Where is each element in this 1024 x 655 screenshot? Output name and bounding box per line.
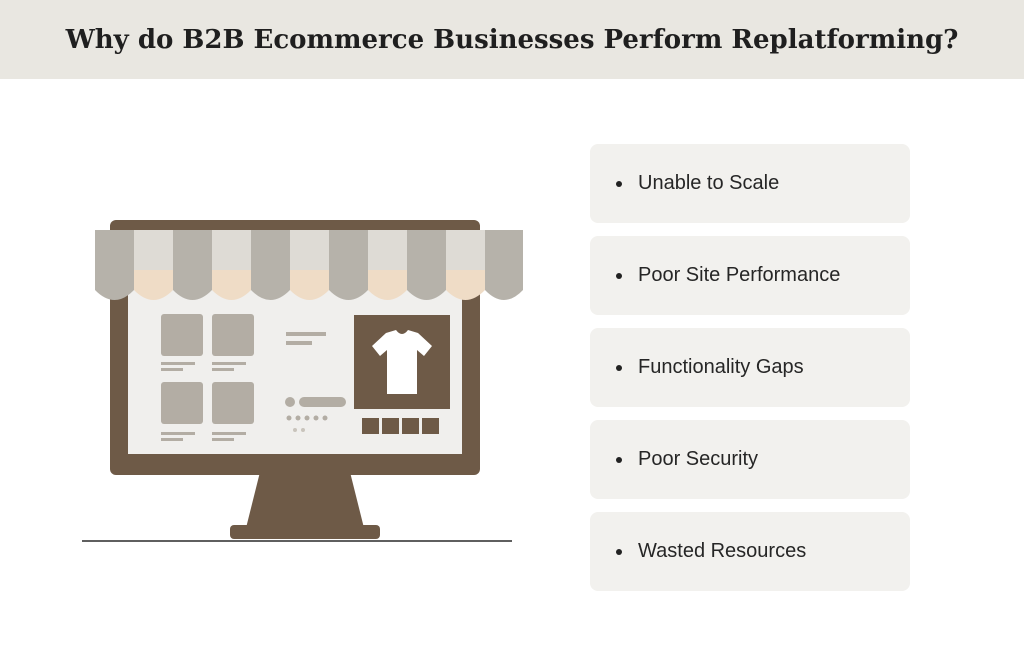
product-thumb — [161, 314, 203, 356]
bullet-dot-icon — [616, 456, 622, 463]
replatforming-reasons-list: Unable to Scale Poor Site Performance Fu… — [590, 144, 910, 604]
bullet-dot-icon — [616, 180, 622, 187]
product-variant — [422, 418, 439, 434]
tshirt-icon — [372, 330, 432, 394]
reason-label: Functionality Gaps — [638, 356, 804, 378]
header-banner: Why do B2B Ecommerce Businesses Perform … — [0, 0, 1024, 79]
reason-card: Wasted Resources — [590, 512, 910, 591]
reason-label: Unable to Scale — [638, 172, 780, 194]
reason-card: Poor Security — [590, 420, 910, 499]
reason-label: Poor Site Performance — [638, 264, 841, 286]
product-variant — [402, 418, 419, 434]
monitor-stand — [245, 472, 365, 532]
reason-label: Poor Security — [638, 448, 759, 470]
bullet-dot-icon — [616, 364, 622, 371]
reason-card: Functionality Gaps — [590, 328, 910, 407]
bullet-dot-icon — [616, 548, 622, 555]
product-thumb — [212, 382, 254, 424]
storefront-monitor-illustration — [82, 220, 523, 542]
product-variant — [362, 418, 379, 434]
monitor-base — [230, 525, 380, 539]
reason-card: Unable to Scale — [590, 144, 910, 223]
product-thumb — [161, 382, 203, 424]
page-title: Why do B2B Ecommerce Businesses Perform … — [65, 24, 959, 55]
reason-card: Poor Site Performance — [590, 236, 910, 315]
bullet-dot-icon — [616, 272, 622, 279]
product-variant — [382, 418, 399, 434]
awning — [95, 230, 523, 300]
product-thumb — [212, 314, 254, 356]
reason-label: Wasted Resources — [638, 540, 807, 562]
